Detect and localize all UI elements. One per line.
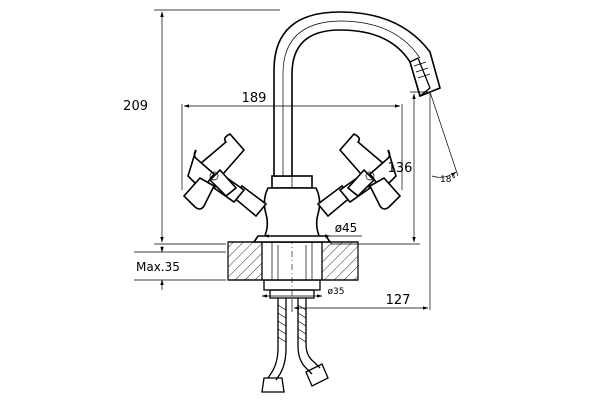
dim-label-18deg: 18° <box>440 175 456 185</box>
dim-label-127: 127 <box>386 293 411 308</box>
dim-label-d35: ø35 <box>328 287 345 297</box>
dim-label-209: 209 <box>123 99 148 114</box>
dim-base-diameter: ø45 <box>263 221 362 238</box>
dim-spout-reach: 127 <box>291 293 429 312</box>
dim-label-189: 189 <box>242 91 267 106</box>
countertop-section <box>227 241 359 281</box>
faucet-body <box>252 175 332 243</box>
right-cross-handle <box>316 133 402 218</box>
left-cross-handle <box>182 133 268 218</box>
spout <box>273 11 441 177</box>
dim-spout-angle: 18° <box>429 91 459 310</box>
flex-hoses <box>261 298 329 393</box>
dim-spout-height: 136 <box>330 91 430 245</box>
dim-shank-diameter: ø35 <box>261 287 345 298</box>
dim-handle-span: 189 <box>181 91 403 190</box>
dim-deck-thickness: Max.35 <box>134 246 226 290</box>
dim-height-total: 209 <box>123 9 280 245</box>
dim-label-max35: Max.35 <box>136 260 180 274</box>
dim-label-d45: ø45 <box>335 221 358 235</box>
dim-label-136: 136 <box>388 161 413 176</box>
